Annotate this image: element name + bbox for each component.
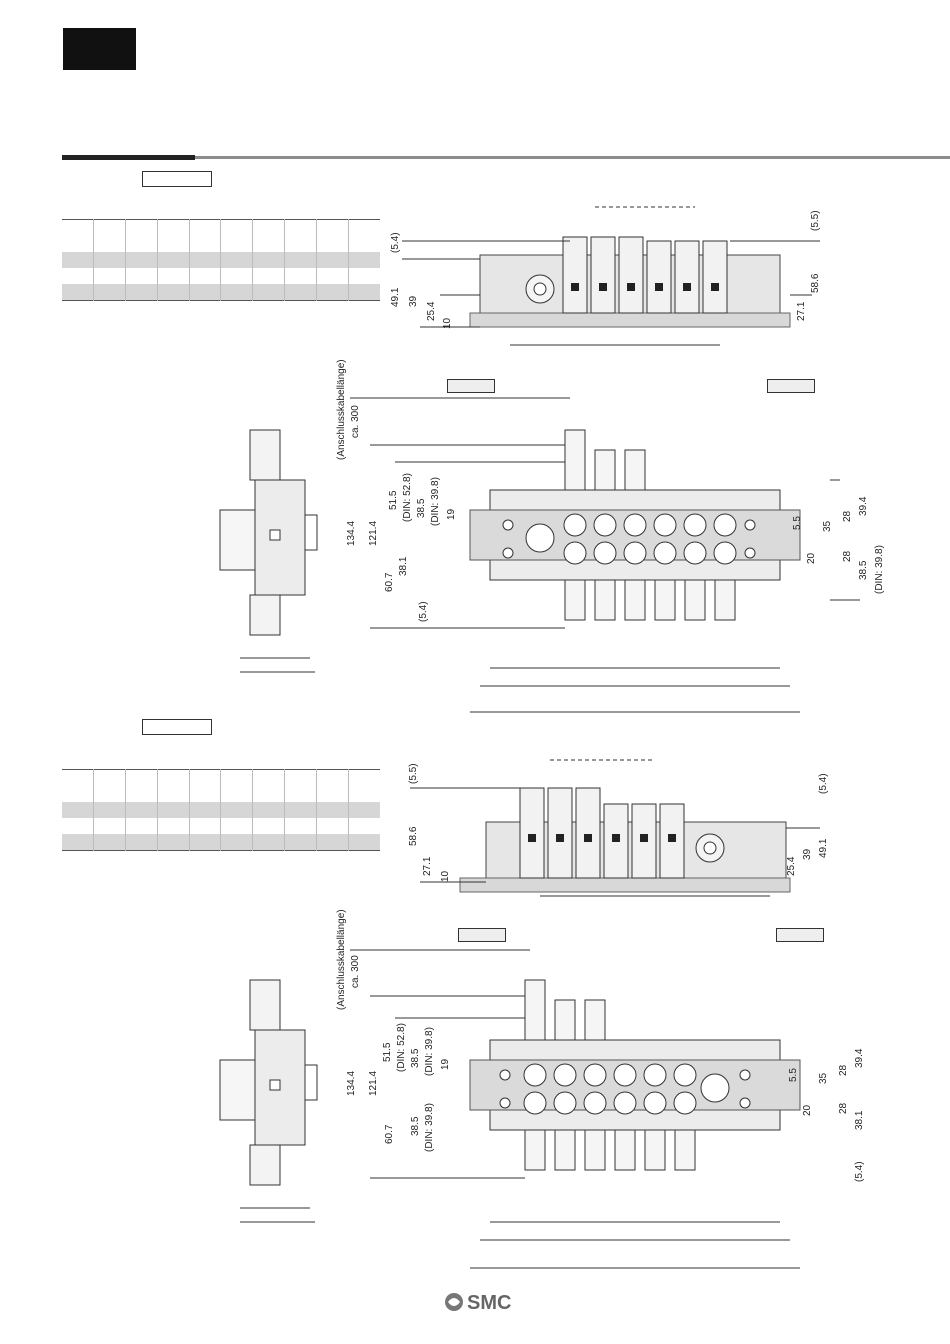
dim-20: 20 (802, 1104, 813, 1116)
dim-28-upper: 28 (842, 510, 853, 522)
dim-49.1: 49.1 (818, 838, 829, 858)
dim-38.5: 38.5 (416, 498, 427, 518)
dim-35: 35 (818, 1072, 829, 1084)
dim-27.1: 27.1 (796, 301, 807, 321)
tag-left-2 (458, 928, 506, 942)
section-tab (63, 28, 136, 70)
dim-5.4: (5.4) (854, 1161, 865, 1182)
dim-28-lower: 28 (842, 550, 853, 562)
dim-121.4: 121.4 (368, 521, 379, 546)
dim-25.4: 25.4 (426, 301, 437, 321)
dim-134.4: 134.4 (346, 521, 357, 546)
dim-39: 39 (408, 295, 419, 307)
dim-51.5: 51.5 (382, 1042, 393, 1062)
dim-38.5-right: 38.5 (858, 560, 869, 580)
dim-25.4: 25.4 (786, 856, 797, 876)
dim-20: 20 (806, 552, 817, 564)
dim-28-upper: 28 (838, 1064, 849, 1076)
dim-121.4: 121.4 (368, 1071, 379, 1096)
dim-cable-length-label: (Anschlusskabellänge) (336, 359, 347, 460)
section2-dimension-table (62, 769, 380, 851)
dim-5.4-left: (5.4) (390, 232, 401, 253)
dim-49.1: 49.1 (390, 287, 401, 307)
smc-logo: SMC (445, 1292, 511, 1314)
section1-label-box (142, 171, 212, 187)
table-row (62, 252, 380, 268)
dim-din-39.8-right: (DIN: 39.8) (874, 545, 885, 594)
section2-plan-view: (Anschlusskabellänge) ca. 300 134.4 121.… (336, 909, 865, 1269)
section1-side-view (219, 429, 318, 673)
section2-side-view (219, 979, 318, 1223)
dim-5.5-right: (5.5) (810, 210, 821, 231)
dim-134.4: 134.4 (346, 1071, 357, 1096)
section1-plan-view: (Anschlusskabellänge) ca. 300 134.4 121.… (336, 359, 885, 713)
dim-19: 19 (440, 1058, 451, 1070)
dim-51.5: 51.5 (388, 490, 399, 510)
table-row (62, 219, 380, 236)
section2-front-view: (5.5) (5.4) 58.6 27.1 10 25.4 39 49.1 (408, 759, 829, 897)
tag-left-1 (447, 379, 495, 393)
dim-28-lower: 28 (838, 1102, 849, 1114)
dim-5.5: 5.5 (788, 1068, 799, 1082)
dim-din-39.8: (DIN: 39.8) (430, 477, 441, 526)
section2-label-box (142, 719, 212, 735)
table-row (62, 834, 380, 851)
dim-10: 10 (440, 870, 451, 882)
dim-35: 35 (822, 520, 833, 532)
dim-38.5-lower: 38.5 (410, 1116, 421, 1136)
dim-5.5: 5.5 (792, 516, 803, 530)
table-row (62, 802, 380, 818)
dim-38.1: 38.1 (398, 556, 409, 576)
dim-5.4: (5.4) (418, 601, 429, 622)
header-rule-dark (62, 155, 195, 160)
logo-text: SMC (467, 1292, 511, 1314)
dim-din-39.8-lower: (DIN: 39.8) (424, 1103, 435, 1152)
table-row (62, 236, 380, 252)
table-row (62, 268, 380, 284)
dim-5.5-left: (5.5) (408, 763, 419, 784)
tag-right-1 (767, 379, 815, 393)
dim-10: 10 (442, 317, 453, 329)
dim-27.1: 27.1 (422, 856, 433, 876)
header-rule-grey (195, 156, 950, 159)
section1-front-view: (5.4) 49.1 39 25.4 10 27.1 58.6 (5.5) (390, 206, 821, 346)
dim-60.7: 60.7 (384, 572, 395, 592)
dim-cable-length-label: (Anschlusskabellänge) (336, 909, 347, 1010)
dim-58.6: 58.6 (408, 826, 419, 846)
table-row (62, 786, 380, 802)
tag-right-2 (776, 928, 824, 942)
section1-dimension-table (62, 219, 380, 301)
dim-ca-300: ca. 300 (350, 955, 361, 988)
dim-39: 39 (802, 848, 813, 860)
dim-ca-300: ca. 300 (350, 405, 361, 438)
dim-din-39.8: (DIN: 39.8) (424, 1027, 435, 1076)
dim-din-52.8: (DIN: 52.8) (396, 1023, 407, 1072)
dim-19: 19 (446, 508, 457, 520)
dim-39.4: 39.4 (858, 496, 869, 516)
table-row (62, 769, 380, 786)
dim-38.5: 38.5 (410, 1048, 421, 1068)
dim-60.7: 60.7 (384, 1124, 395, 1144)
table-row (62, 818, 380, 834)
dim-38.1: 38.1 (854, 1110, 865, 1130)
dim-din-52.8: (DIN: 52.8) (402, 473, 413, 522)
dim-39.4: 39.4 (854, 1048, 865, 1068)
dim-5.4-right: (5.4) (818, 773, 829, 794)
dim-58.6: 58.6 (810, 273, 821, 293)
table-row (62, 284, 380, 301)
